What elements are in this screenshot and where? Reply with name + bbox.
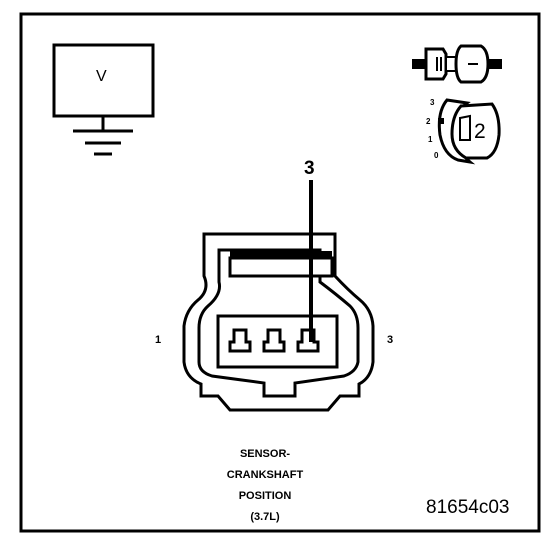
legend-scale-label: 2 [426,117,431,126]
connector-inner-shell [197,248,360,398]
caption-line: CRANKSHAFT [226,469,304,481]
legend-scale-label: 1 [428,135,433,144]
pin-callout-number: 3 [304,158,315,179]
terminal-1 [228,328,252,353]
hand-probe-icon [437,98,501,165]
voltmeter-icon [52,43,155,130]
ground-icon [73,129,133,156]
diagram-border [19,12,541,533]
sensor-caption: SENSOR- CRANKSHAFT POSITION (3.7L) [190,444,340,528]
terminal-3 [296,328,320,353]
caption-line: POSITION [238,490,292,502]
legend-number: 2 [474,120,486,143]
caption-line: SENSOR- [239,448,291,460]
figure-id: 81654c03 [426,497,510,518]
legend-scale-label: 0 [434,151,439,160]
voltmeter-label: V [96,68,107,85]
sensor-connector [182,180,375,412]
caption-line: (3.7L) [250,511,280,523]
connector-latch [228,256,334,278]
terminal-2 [262,328,286,353]
pin-label-left: 1 [155,334,162,346]
pin-label-right: 3 [387,334,394,346]
legend-scale-label: 3 [430,98,435,107]
connector-icon [412,44,502,84]
